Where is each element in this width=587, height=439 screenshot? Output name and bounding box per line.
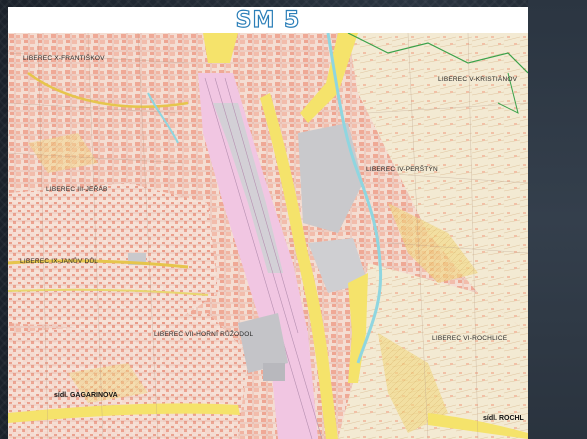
map-drawing bbox=[8, 33, 528, 439]
cadastral-map[interactable]: LIBEREC X-FRANTIŠKOV LIBEREC V-KRISTIÁNO… bbox=[8, 33, 528, 439]
slide-title: SM 5 bbox=[235, 7, 301, 33]
label-vi-rochlice: LIBEREC VI-ROCHLICE bbox=[432, 335, 508, 342]
label-sid-gagarinova: sídl. GAGARINOVA bbox=[54, 392, 118, 399]
slide-right-margin bbox=[528, 0, 587, 439]
label-iv-perstyn: LIBEREC IV-PERŠTÝN bbox=[366, 166, 438, 173]
label-sid-rochlice: sídl. ROCHL bbox=[483, 415, 524, 422]
label-vii-horni-ruzodol: LIBEREC VII-HORNÍ RŮŽODOL bbox=[154, 331, 254, 338]
title-bar: SM 5 bbox=[8, 7, 528, 34]
label-x-frantiskov: LIBEREC X-FRANTIŠKOV bbox=[23, 55, 105, 62]
label-v-kristianov: LIBEREC V-KRISTIÁNOV bbox=[438, 76, 518, 83]
label-iii-jerab: LIBEREC III-JEŘÁB bbox=[46, 186, 108, 193]
label-ix-januv-dul: LIBEREC IX-JANŮV DŮL bbox=[20, 258, 99, 265]
